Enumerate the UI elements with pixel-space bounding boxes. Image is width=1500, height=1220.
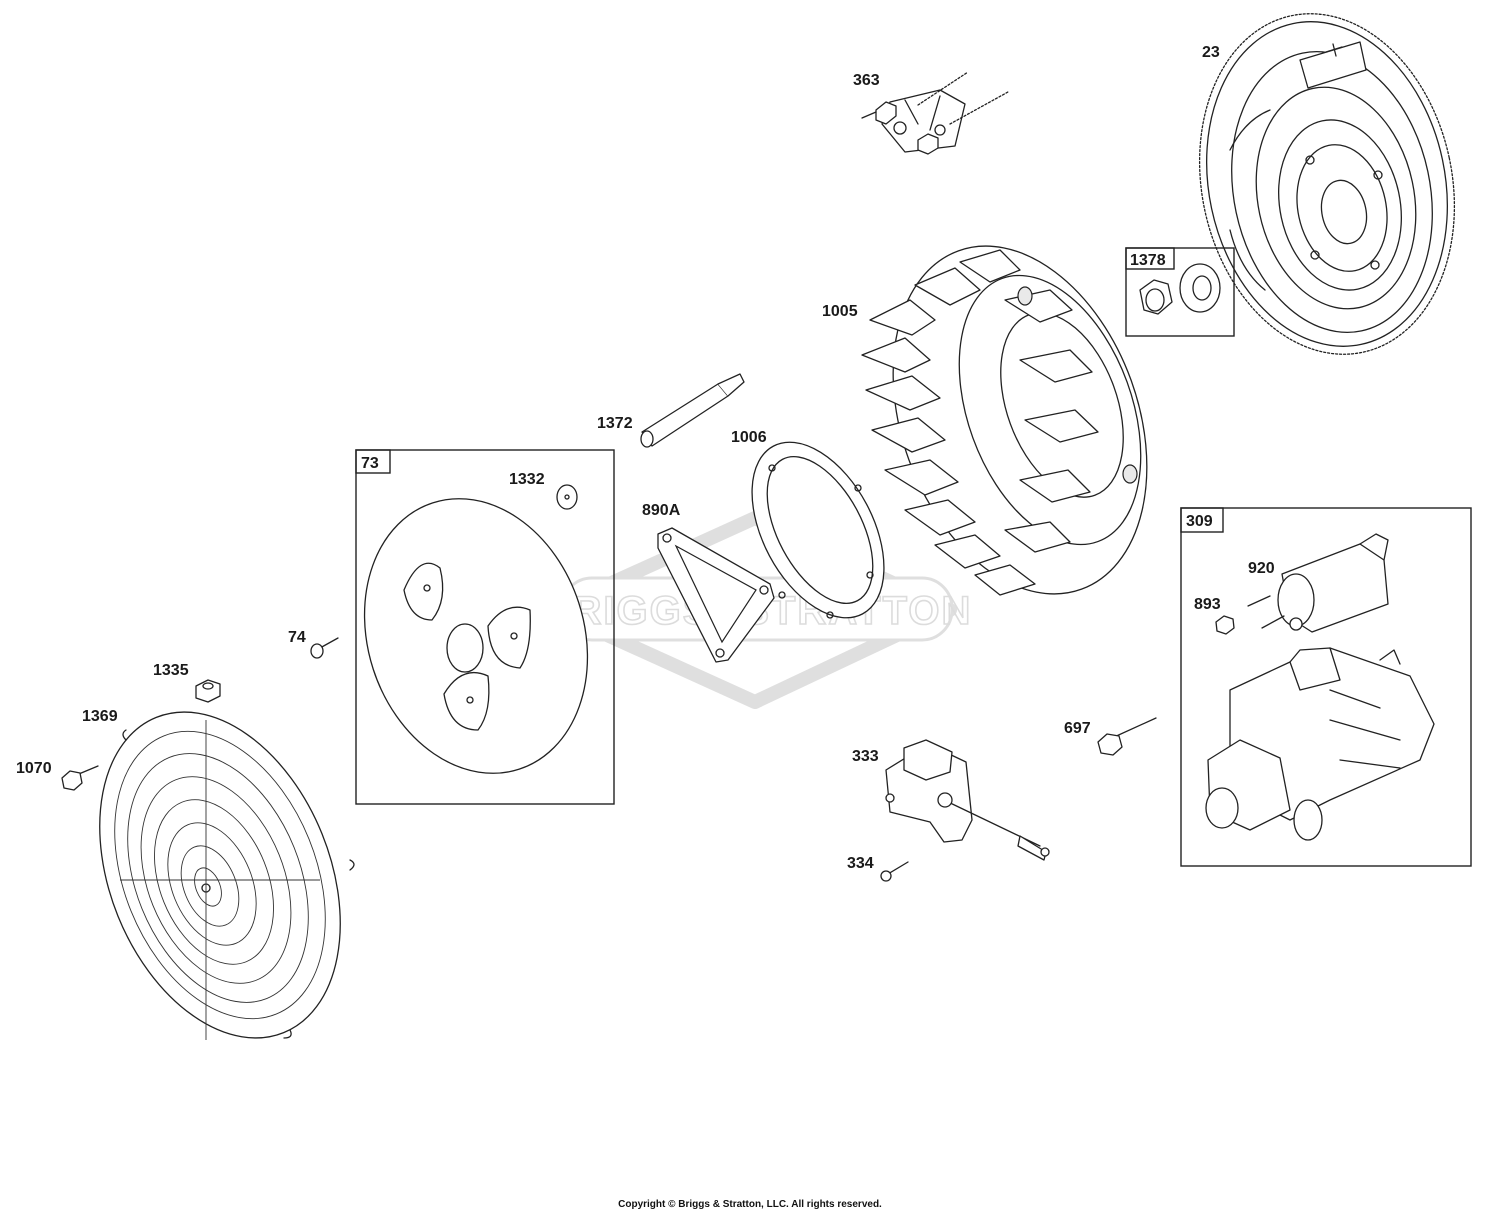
label-1332: 1332: [509, 471, 545, 488]
box-309: [1180, 507, 1472, 867]
label-1335: 1335: [153, 662, 189, 679]
label-1372: 1372: [597, 415, 633, 432]
label-697: 697: [1064, 720, 1091, 737]
bracket-363-drawing: [861, 71, 1009, 155]
fan-1005-drawing: [861, 245, 1148, 596]
nut-1335-drawing: [195, 679, 221, 703]
label-23: 23: [1202, 44, 1220, 61]
bolt-1070-drawing: [61, 765, 99, 791]
label-333: 333: [852, 748, 879, 765]
label-890a: 890A: [642, 502, 681, 519]
box-1378: [1125, 247, 1235, 337]
gasket-1006-drawing: [751, 441, 885, 619]
label-309: 309: [1186, 513, 1213, 530]
label-893: 893: [1194, 596, 1221, 613]
label-334: 334: [847, 855, 874, 872]
module-333-drawing: [885, 739, 1050, 861]
screw-74-drawing: [310, 637, 339, 659]
bracket-890a-drawing: [657, 527, 775, 663]
label-74: 74: [288, 629, 306, 646]
label-1006: 1006: [731, 429, 767, 446]
bolt-697-drawing: [1097, 717, 1157, 756]
label-1378: 1378: [1130, 252, 1166, 269]
grille-1369-drawing: [99, 711, 355, 1040]
screw-334-drawing: [880, 861, 909, 882]
label-1369: 1369: [82, 708, 118, 725]
standoff-1372-drawing: [640, 373, 745, 448]
box-73: [355, 449, 615, 805]
label-1070: 1070: [16, 760, 52, 777]
label-920: 920: [1248, 560, 1275, 577]
label-73: 73: [361, 455, 379, 472]
label-1005: 1005: [822, 303, 858, 320]
flywheel-drawing: [1198, 13, 1456, 355]
copyright-notice: Copyright © Briggs & Stratton, LLC. All …: [618, 1199, 882, 1210]
label-363: 363: [853, 72, 880, 89]
